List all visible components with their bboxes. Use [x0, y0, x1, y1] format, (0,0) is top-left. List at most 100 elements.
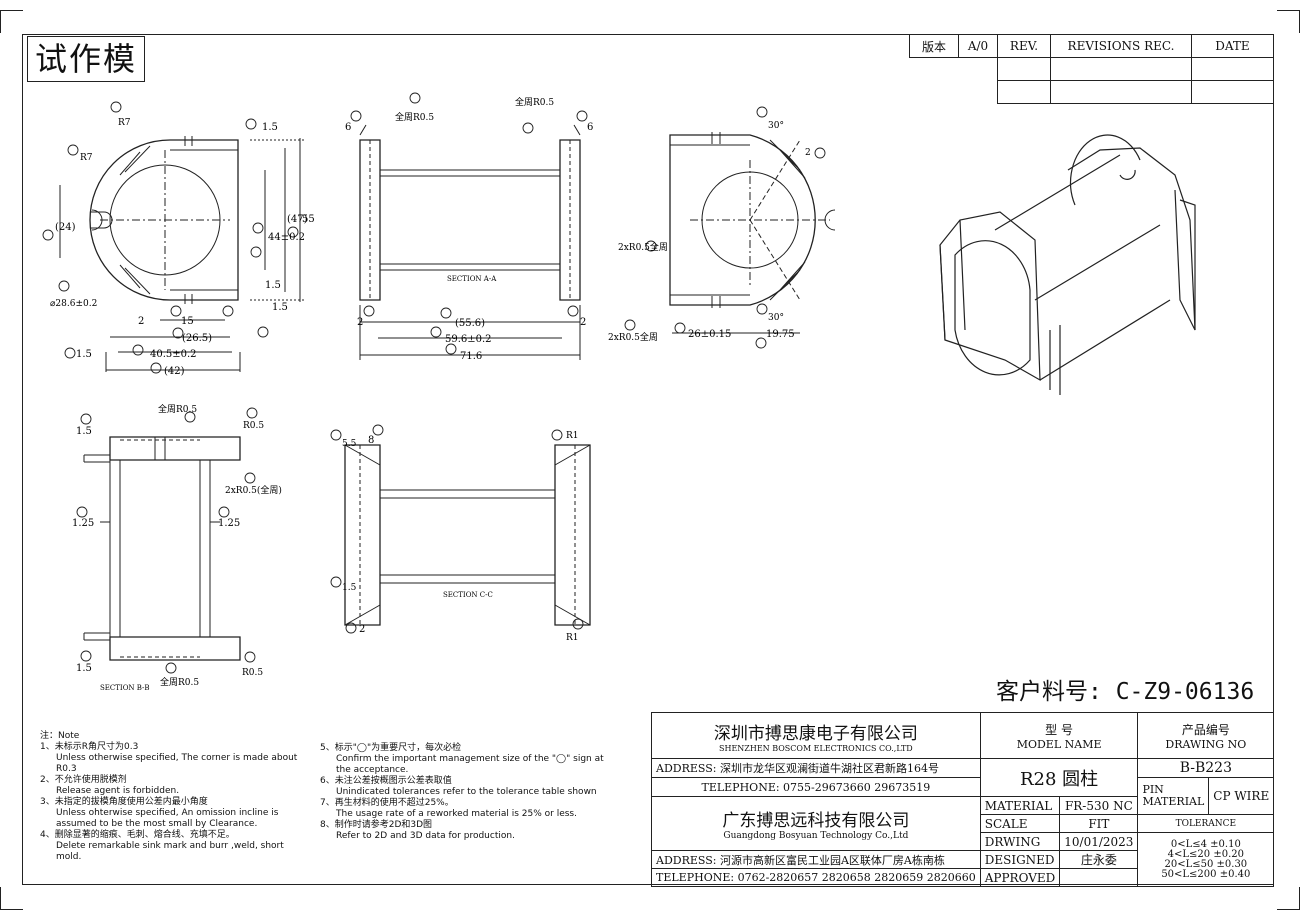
drwing-label: DRWING — [979, 832, 1061, 851]
rev-label: REV. — [997, 34, 1051, 58]
note-1-cn: 1、未标示R角尺寸为0.3 — [40, 742, 139, 752]
corner-mark-tl — [0, 10, 23, 33]
drawing-label-en: DRAWING NO — [1165, 737, 1247, 751]
note-4-cn: 4、删除显著的缩痕、毛刺、熔合线、充填不足。 — [40, 830, 235, 840]
notes-header: 注：Note — [40, 731, 80, 741]
note-3-en: Unless ohterwise specified, An omission … — [56, 808, 279, 829]
dim-2xr0-5-c: 2xR0.5(全周) — [225, 484, 282, 496]
company-2-en: Guangdong Bosyuan Technology Co.,Ltd — [723, 831, 909, 841]
note-8-cn: 8、制作时请参考2D和3D图 — [320, 820, 433, 830]
model-label-cn: 型 号 — [1045, 722, 1073, 737]
note-5-en: Confirm the important management size of… — [336, 754, 604, 775]
dim-55: 55 — [302, 214, 315, 225]
dim-42: (42) — [164, 366, 185, 377]
dim-24: (24) — [55, 222, 76, 233]
section-bb-label: SECTION B-B — [100, 684, 150, 692]
dim-r0-5-d: R0.5 — [243, 421, 264, 431]
address-2: ADDRESS: 河源市高新区富民工业园A区联体厂房A栋南栋 — [651, 850, 981, 869]
scale-label: SCALE — [979, 814, 1061, 833]
dim-8: 8 — [368, 435, 374, 446]
note-6-en: Unindicated tolerances refer to the tole… — [336, 787, 597, 797]
note-2-cn: 2、不允许使用脱模剂 — [40, 775, 127, 785]
dim-r0-5-f: R0.5 — [242, 668, 263, 678]
section-cc-label: SECTION C-C — [443, 591, 493, 599]
pin-material-label: PIN MATERIAL — [1137, 777, 1210, 815]
corner-mark-bl — [0, 887, 23, 910]
section-bb-view — [83, 436, 241, 661]
dim-2-d: 2 — [805, 148, 811, 158]
drwing-value: 10/01/2023 — [1059, 832, 1139, 851]
revision-table: 版本 A/0 REV. REVISIONS REC. DATE — [909, 34, 1274, 104]
dim-2-a: 2 — [138, 316, 144, 327]
drawing-label-cell: 产品编号 DRAWING NO — [1137, 712, 1275, 759]
dim-44: 44±0.2 — [268, 232, 305, 243]
balloon-markers — [42, 92, 826, 674]
dim-59-6: 59.6±0.2 — [445, 334, 492, 345]
dim-47: (47) — [287, 214, 308, 225]
company-1-cn: 深圳市搏思康电子有限公司 — [713, 723, 918, 744]
dim-26-5: (26.5) — [182, 333, 212, 344]
dim-30-deg-a: 30° — [768, 121, 784, 131]
top-view-dimensions: R7 R7 (24) ⌀28.6±0.2 1.5 2 15 (26.5) 40.… — [50, 118, 315, 377]
note-2-en: Release agent is forbidden. — [56, 786, 180, 796]
top-view — [59, 136, 305, 372]
dim-40-5: 40.5±0.2 — [150, 349, 197, 360]
dim-15: 15 — [181, 316, 194, 327]
material-value: FR-530 NC — [1059, 796, 1139, 815]
date-label: DATE — [1191, 34, 1274, 58]
dim-55-6: (55.6) — [455, 318, 485, 329]
note-1-en: Unless otherwise specified, The corner i… — [56, 753, 298, 774]
note-3-cn: 3、未指定的拔模角度使用公差内最小角度 — [40, 797, 208, 807]
tolerance-row-3: 20<L≤50 ±0.30 — [1164, 858, 1248, 870]
dim-1-5-e: 1.5 — [272, 302, 288, 313]
tolerance-row-1: 0<L≤4 ±0.10 — [1170, 838, 1241, 850]
dim-1-5-f: 1.5 — [76, 426, 92, 437]
dim-r1-a: R1 — [566, 431, 579, 441]
company-1-en: SHENZHEN BOSCOM ELECTRONICS CO.,LTD — [718, 743, 913, 753]
designed-label: DESIGNED — [979, 850, 1061, 869]
end-view-dimensions: 30° 2 2xR0.5全周 2xR0.5全周 26±0.15 19.75 30… — [608, 121, 811, 343]
pin-material-value: CP WIRE — [1208, 777, 1275, 815]
notes-column-1: 注：Note 1、未标示R角尺寸为0.3 Unless otherwise sp… — [40, 731, 300, 863]
address-1: ADDRESS: 深圳市龙华区观澜街道牛湖社区君新路164号 — [651, 758, 981, 778]
dim-2-b: 2 — [357, 317, 363, 328]
tolerance-row-4: 50<L≤200 ±0.40 — [1161, 868, 1251, 880]
dim-5-5: 5.5 — [342, 439, 357, 449]
model-label-en: MODEL NAME — [1016, 737, 1102, 751]
company-1-cell: 深圳市搏思康电子有限公司 SHENZHEN BOSCOM ELECTRONICS… — [651, 712, 981, 759]
drawing-value: B-B223 — [1137, 758, 1275, 778]
dim-1-5-a: 1.5 — [76, 349, 92, 360]
company-2-cell: 广东搏思远科技有限公司 Guangdong Bosyuan Technology… — [651, 796, 981, 851]
tolerance-row-2: 4<L≤20 ±0.20 — [1167, 848, 1244, 860]
dim-2xr0-5-b: 2xR0.5全周 — [608, 331, 658, 343]
isometric-3d-view — [939, 134, 1196, 395]
dim-2xr0-5-a: 2xR0.5全周 — [618, 241, 668, 253]
note-7-cn: 7、再生材料的使用不超过25%。 — [320, 798, 454, 808]
note-5-cn: 5、标示"◯"为重要尺寸，每次必检 — [320, 743, 462, 753]
section-cc-view — [344, 444, 591, 626]
dim-6-b: 6 — [587, 122, 593, 133]
dim-1-5-d: 1.5 — [265, 280, 281, 291]
dim-1-25-b: 1.25 — [218, 518, 240, 529]
model-label-cell: 型 号 MODEL NAME — [979, 712, 1139, 759]
drawing-frame — [22, 34, 1274, 885]
scale-value: FIT — [1059, 814, 1139, 833]
company-2-cn: 广东搏思远科技有限公司 — [722, 811, 910, 831]
dim-r7-b: R7 — [80, 153, 93, 163]
note-4-en: Delete remarkable sink mark and burr ,we… — [56, 841, 284, 862]
dim-r7-a: R7 — [118, 118, 131, 128]
section-aa-dimensions: 6 全周R0.5 全周R0.5 6 2 2 (55.6) 59.6±0.2 71… — [345, 96, 593, 362]
section-bb-dimensions: 1.5 全周R0.5 R0.5 2xR0.5(全周) 1.25 1.25 1.5… — [72, 403, 282, 688]
dim-19-75: 19.75 — [766, 329, 795, 340]
notes-column-2: 5、标示"◯"为重要尺寸，每次必检 Confirm the important … — [320, 743, 620, 842]
dim-r0-5-e: 全周R0.5 — [160, 676, 199, 688]
revisions-label: REVISIONS REC. — [1050, 34, 1192, 58]
dim-1-25-a: 1.25 — [72, 518, 94, 529]
dim-26: 26±0.15 — [688, 329, 731, 340]
section-aa-label: SECTION A-A — [447, 275, 497, 283]
dim-2-e: 2 — [359, 624, 365, 635]
section-cc-dimensions: 5.5 8 R1 1.5 2 R1 — [342, 431, 579, 643]
dim-r0-5-b: 全周R0.5 — [515, 96, 554, 108]
note-7-en: The usage rate of a reworked material is… — [336, 809, 577, 819]
